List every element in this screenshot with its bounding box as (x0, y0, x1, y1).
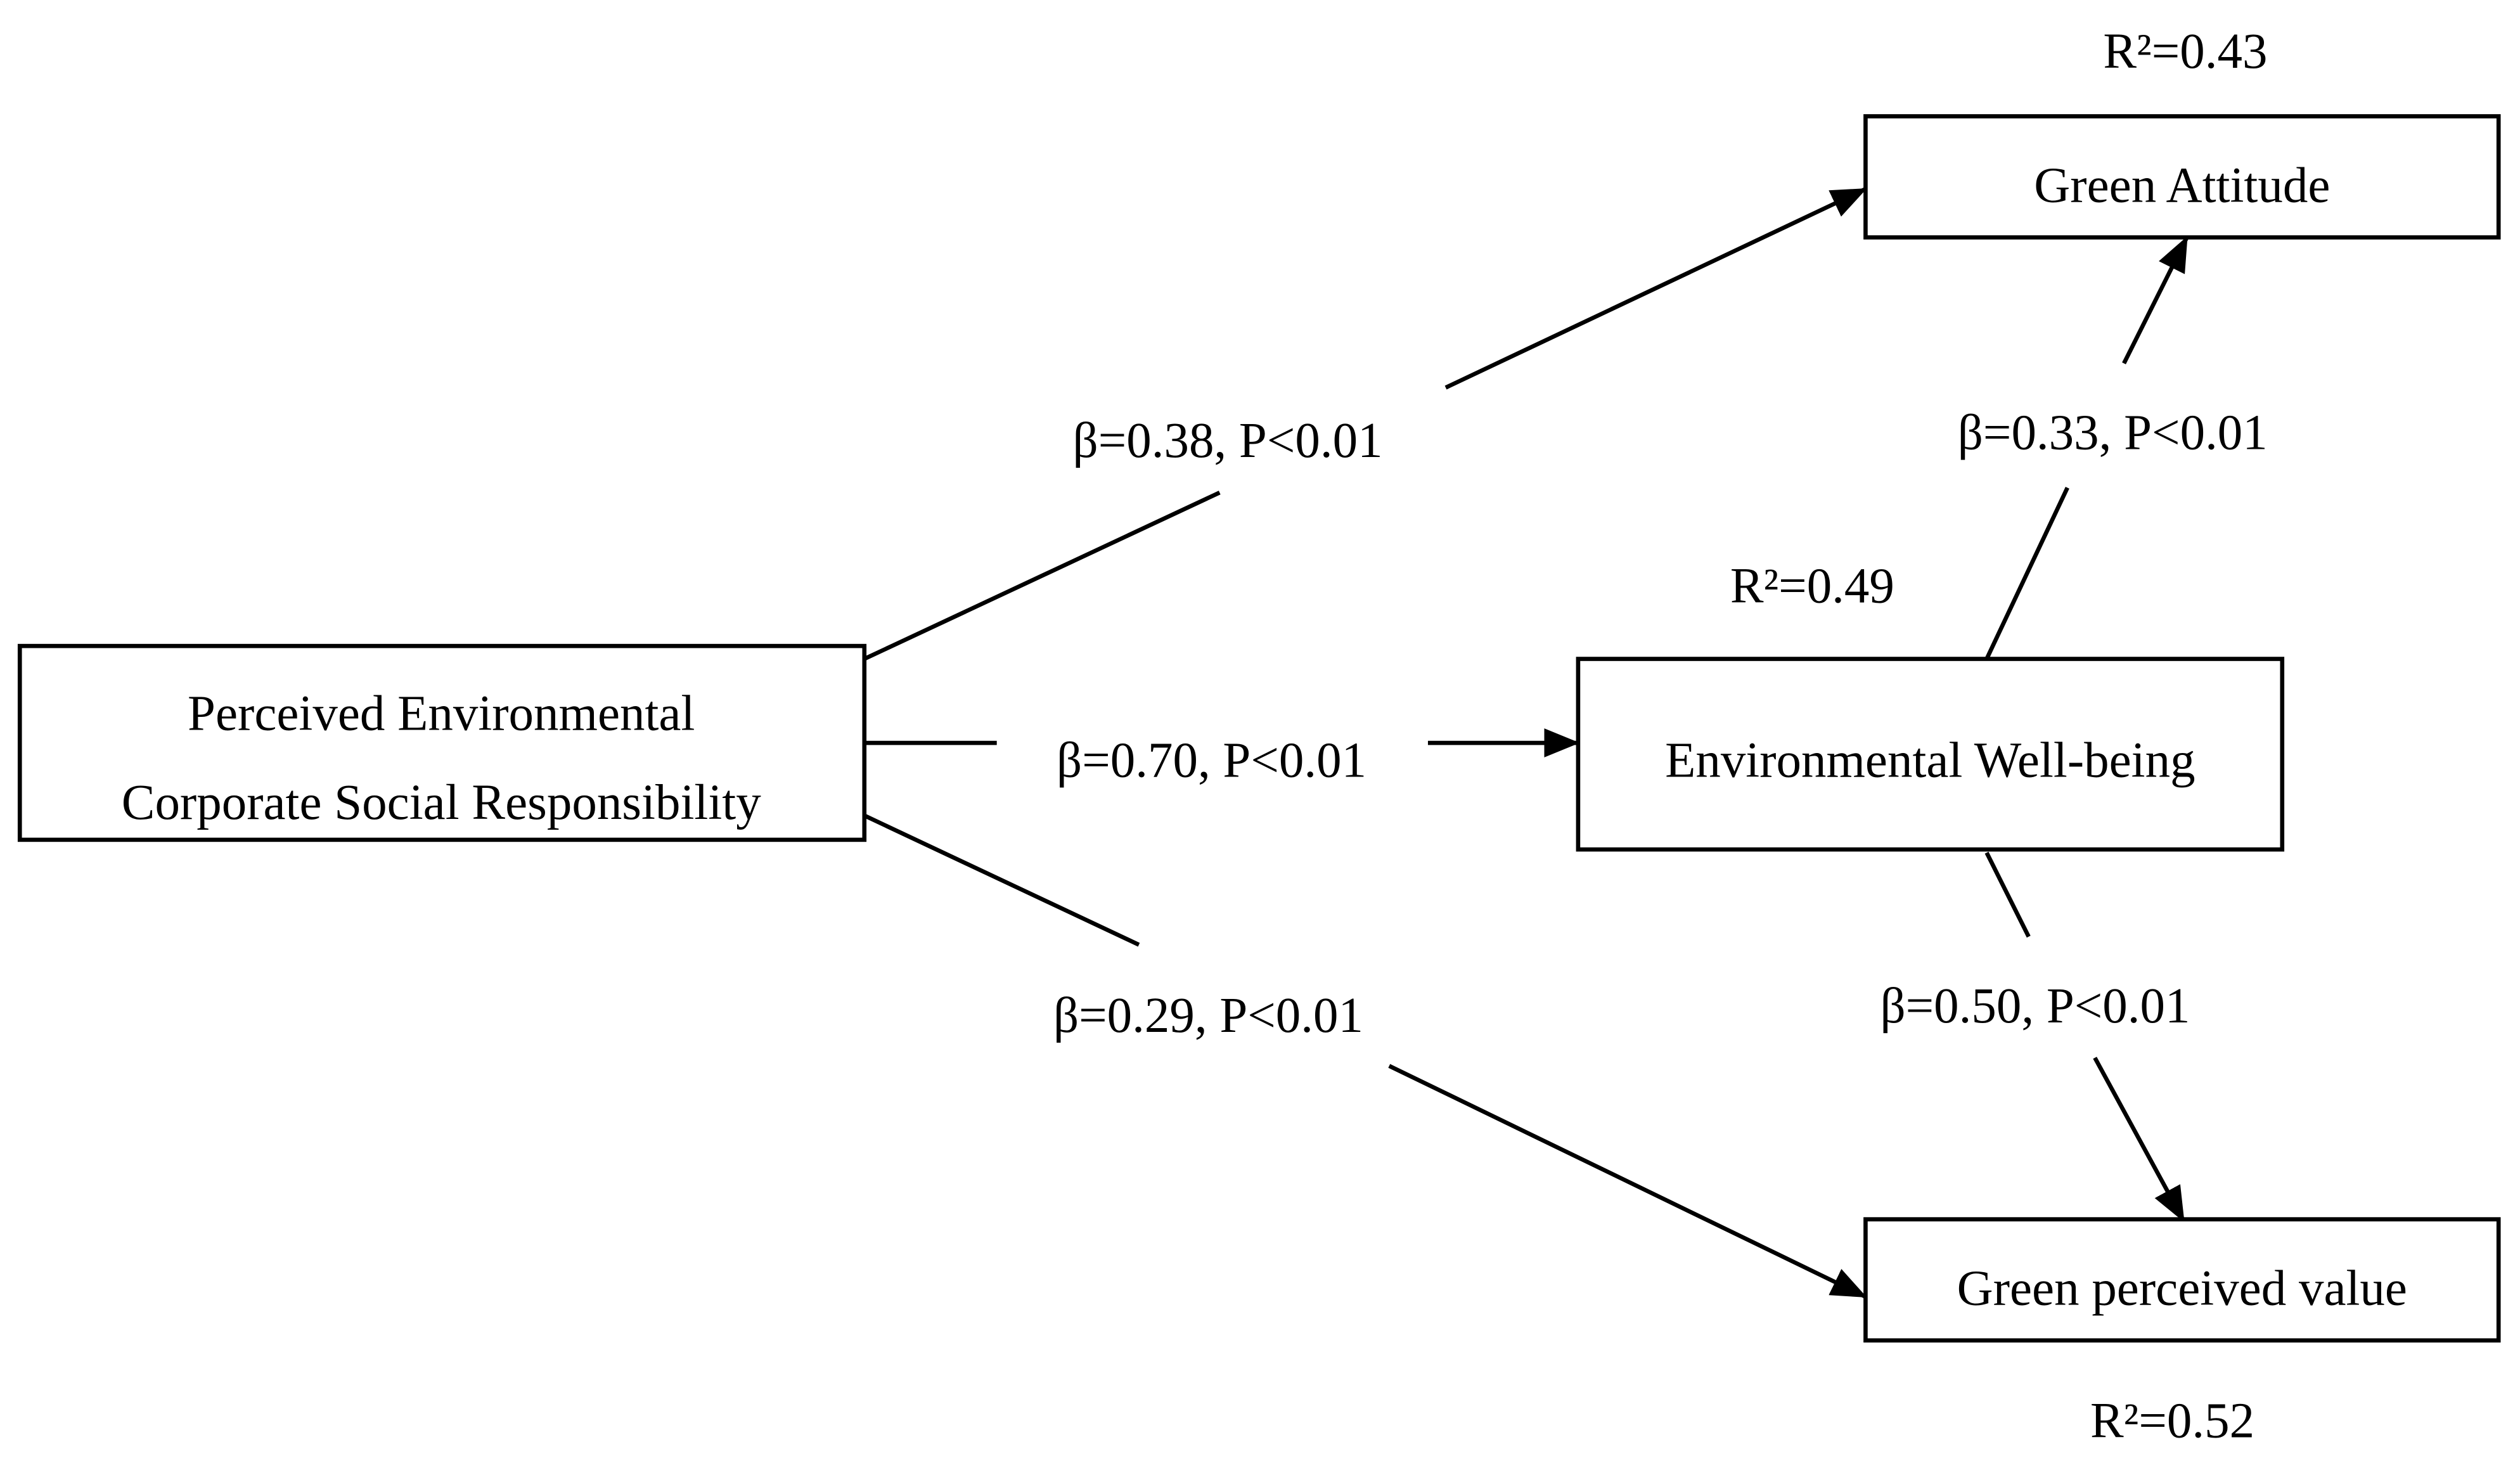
node-pecsr-line2: Corporate Social Responsibility (122, 775, 761, 830)
node-pecsr: Perceived Environmental Corporate Social… (17, 643, 867, 842)
node-pecsr-line1: Perceived Environmental (188, 686, 695, 742)
node-green-attitude-label: Green Attitude (2034, 158, 2330, 213)
path-label-pecsr-gpv: β=0.29, P<0.01 (1053, 988, 1363, 1043)
r2-env-wellbeing: R²=0.49 (1730, 558, 1894, 614)
path-label-ew-gpv: β=0.50, P<0.01 (1880, 979, 2190, 1034)
path-label-pecsr-ew: β=0.70, P<0.01 (1057, 733, 1366, 789)
node-green-value: Green perceived value (1863, 1217, 2501, 1343)
edge-env-wellbeing-to-green-attitude (1984, 236, 2189, 660)
edge-pecsr-to-green-attitude (863, 187, 1867, 661)
r2-green-value: R²=0.52 (2090, 1394, 2254, 1449)
node-env-wellbeing: Environmental Well-being (1576, 657, 2285, 852)
node-green-attitude: Green Attitude (1863, 114, 2501, 240)
node-env-wellbeing-label: Environmental Well-being (1665, 733, 2195, 789)
node-green-value-label: Green perceived value (1957, 1261, 2407, 1317)
edge-env-wellbeing-to-green-value (1984, 851, 2186, 1223)
edge-pecsr-to-green-value (863, 813, 1867, 1299)
r2-green-attitude: R²=0.43 (2103, 24, 2267, 79)
path-label-pecsr-ga: β=0.38, P<0.01 (1073, 413, 1383, 468)
path-label-ew-ga: β=0.33, P<0.01 (1958, 405, 2268, 460)
